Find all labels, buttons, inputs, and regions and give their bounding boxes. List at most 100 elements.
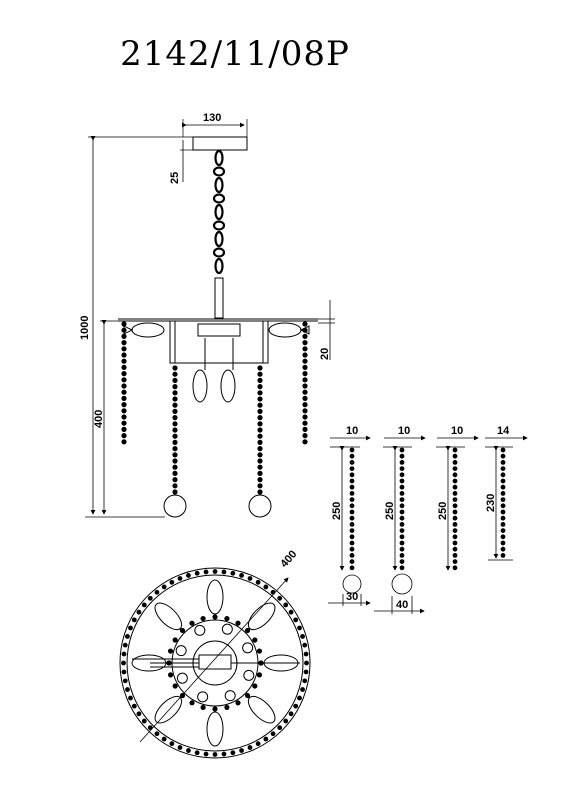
dim-ball-small: 30: [346, 591, 358, 603]
strand-details: [328, 435, 528, 614]
crystal-bead: [121, 333, 127, 339]
canopy: [192, 136, 248, 151]
detail-bead: [500, 503, 506, 509]
ring-bead: [297, 695, 302, 701]
chain-link: [212, 166, 226, 177]
ring-bead: [121, 660, 126, 666]
bulb-socket: [197, 691, 209, 703]
detail-bead: [452, 478, 458, 484]
detail-bead: [452, 460, 458, 465]
detail-bead: [452, 472, 458, 478]
crystal-bead: [302, 408, 308, 414]
crystal-bead: [302, 414, 308, 420]
crystal-bead: [302, 321, 308, 327]
detail-bead: [349, 466, 355, 471]
detail-bead: [500, 491, 506, 496]
detail-bead: [399, 491, 405, 496]
detail-bead: [452, 503, 458, 509]
detail-bead: [452, 491, 458, 496]
crystal-bead: [302, 433, 308, 439]
ring-bead: [221, 569, 227, 575]
crystal-bead: [172, 396, 178, 402]
detail-bead: [452, 522, 458, 527]
crystal-bead: [121, 377, 127, 383]
crystal-bead: [172, 464, 178, 470]
bulb-socket: [224, 690, 236, 702]
detail-bead: [349, 472, 355, 478]
bulb-socket: [176, 672, 188, 684]
chain-link: [212, 193, 226, 204]
crystal-bead: [302, 327, 308, 333]
crystal-bead: [121, 420, 127, 426]
detail-bead: [399, 478, 405, 484]
ring-bead: [302, 678, 308, 684]
detail-bead: [399, 534, 405, 540]
crystal-bead: [257, 489, 263, 495]
ring-bead: [212, 706, 218, 712]
ring-bead: [263, 584, 269, 590]
ring-bead: [169, 579, 175, 585]
ring-bead: [122, 678, 128, 684]
bulb-socket: [242, 642, 254, 654]
detail-bead: [349, 565, 355, 571]
detail-bead: [399, 460, 405, 465]
detail-bead: [500, 466, 506, 471]
ring-bead: [121, 669, 127, 675]
ring-bead: [194, 750, 200, 756]
outer-ring: [119, 567, 311, 759]
detail-bead: [399, 509, 405, 515]
detail-bead: [349, 453, 355, 459]
crystal-bead: [257, 483, 263, 489]
ring-bead: [172, 683, 178, 689]
crystal-bead: [172, 489, 178, 495]
crystal-bead: [172, 377, 178, 383]
detail-bead: [500, 460, 506, 465]
crystal-bead: [172, 408, 178, 414]
ring-bead: [125, 634, 130, 639]
ring-bead: [172, 637, 178, 643]
detail-bead: [452, 447, 458, 453]
dim-strand-width-4: 14: [497, 425, 510, 437]
detail-bead: [399, 453, 405, 459]
crystal-bead: [172, 421, 178, 427]
detail-bead: [349, 447, 355, 453]
ring-bead: [283, 602, 289, 608]
ring-bead: [186, 573, 191, 578]
detail-bead: [500, 472, 506, 478]
crystal-bead: [121, 321, 127, 327]
ring-bead: [161, 584, 167, 590]
crystal-bead: [257, 396, 263, 402]
ring-bead: [167, 648, 174, 654]
crystal-bead: [302, 377, 308, 383]
crystal-bead: [172, 415, 178, 421]
ring-bead: [122, 642, 128, 648]
ring-bead: [131, 617, 137, 623]
ring-bead: [277, 725, 283, 731]
ring-bead: [288, 711, 294, 717]
chain-link: [214, 203, 224, 221]
detail-bead: [500, 453, 506, 459]
ring-bead: [212, 614, 218, 620]
dim-strand-length-2: 250: [384, 502, 396, 520]
detail-bead: [399, 466, 405, 471]
top-view: [119, 567, 311, 759]
crystal-bead: [172, 365, 178, 371]
crystal-bead: [172, 384, 178, 390]
detail-bead: [452, 484, 458, 490]
detail-bead: [399, 447, 405, 453]
crystal-bead: [257, 470, 263, 476]
crystal-bead: [302, 364, 308, 370]
bulb-socket: [221, 623, 233, 635]
bulb-socket: [175, 645, 187, 657]
ring-bead: [256, 672, 263, 678]
crystal-bead: [257, 377, 263, 383]
detail-bead: [349, 478, 355, 484]
crystal-bead: [121, 364, 127, 370]
detail-bead: [452, 553, 458, 558]
crystal-bead: [121, 414, 127, 420]
crystal-bead: [302, 402, 308, 408]
detail-bead: [349, 540, 355, 546]
detail-ball-small: [342, 574, 362, 594]
crystal-bead: [121, 327, 127, 333]
ring-bead: [303, 651, 309, 657]
